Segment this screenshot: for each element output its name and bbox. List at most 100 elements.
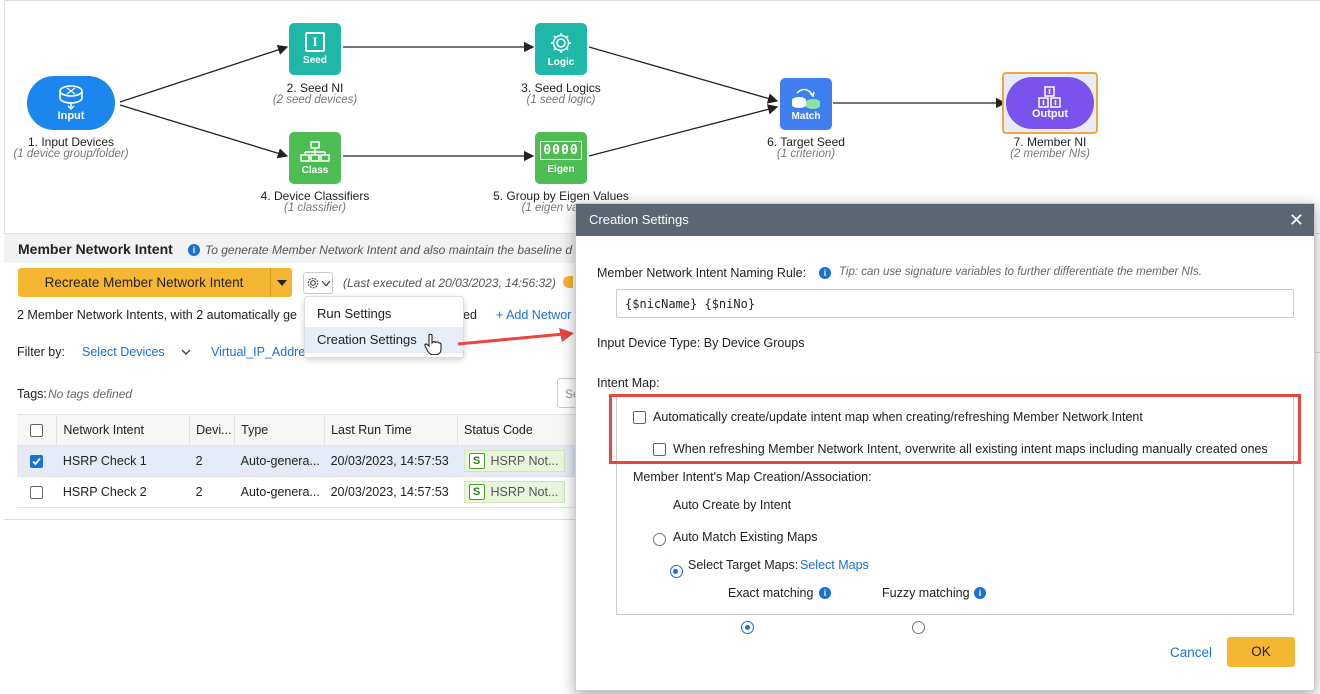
dialog-titlebar: Creation Settings ✕ xyxy=(576,204,1314,236)
table-header-row: Network Intent Devi... Type Last Run Tim… xyxy=(17,414,577,446)
menu-item-creation-settings[interactable]: Creation Settings xyxy=(305,327,463,353)
tags-value: No tags defined xyxy=(48,387,133,401)
router-icon xyxy=(59,85,83,110)
tags-label: Tags: xyxy=(17,387,47,401)
node-label: Logic xyxy=(547,56,575,68)
filter-label: Filter by: xyxy=(17,345,65,359)
column-header[interactable]: Status Code xyxy=(457,414,577,446)
intent-name[interactable]: HSRP Check 2 xyxy=(56,476,190,508)
info-icon[interactable]: i xyxy=(819,267,831,279)
gear-icon xyxy=(551,32,571,53)
select-devices-dropdown[interactable]: Select Devices xyxy=(82,345,165,359)
auto-match-existing-radio[interactable] xyxy=(669,565,683,579)
fuzzy-matching-label: Fuzzy matching xyxy=(882,586,970,600)
node-subtitle: (1 device group/folder) xyxy=(13,148,129,160)
flow-connectors xyxy=(119,41,1007,162)
table-row[interactable]: HSRP Check 1 2 Auto-genera... 20/03/2023… xyxy=(17,445,577,477)
menu-item-run-settings[interactable]: Run Settings xyxy=(317,306,392,321)
fuzzy-matching-radio[interactable] xyxy=(911,621,925,635)
auto-create-by-intent-label: Auto Create by Intent xyxy=(673,498,792,512)
exact-matching-label: Exact matching xyxy=(728,586,814,600)
status-badge: S xyxy=(468,484,485,500)
node-title: 5. Group by Eigen Values xyxy=(493,189,629,203)
last-run-time: 20/03/2023, 14:57:53 xyxy=(324,445,458,477)
device-classifiers-node[interactable]: Class xyxy=(289,132,341,184)
seed-logics-node[interactable]: Logic xyxy=(535,23,587,75)
seed-icon: I xyxy=(305,32,325,52)
node-subtitle: (1 seed logic) xyxy=(526,94,596,106)
row-checkbox[interactable] xyxy=(30,486,43,500)
settings-dropdown-button[interactable] xyxy=(303,272,333,294)
close-icon[interactable]: ✕ xyxy=(1288,210,1304,230)
status-text: HSRP Not... xyxy=(490,485,559,499)
ok-button[interactable]: OK xyxy=(1227,637,1295,667)
intent-map-label: Intent Map: xyxy=(597,376,660,390)
summary-tail: ed xyxy=(463,308,477,322)
naming-rule-input[interactable]: {$nicName} {$niNo} xyxy=(616,289,1294,318)
pointer-arrow xyxy=(457,328,574,346)
chevron-down-icon[interactable] xyxy=(181,349,191,355)
node-title: 1. Input Devices xyxy=(27,135,115,149)
summary-text: 2 Member Network Intents, with 2 automat… xyxy=(17,308,297,322)
filter-value-chip[interactable]: Virtual_IP_Addres xyxy=(211,345,312,359)
creation-settings-dialog: Creation Settings ✕ Member Network Inten… xyxy=(575,203,1315,691)
naming-rule-tip: Tip: can use signature variables to furt… xyxy=(839,266,1202,278)
overwrite-checkbox[interactable] xyxy=(653,443,666,456)
hand-cursor-icon xyxy=(424,333,442,355)
auto-match-existing-label: Auto Match Existing Maps xyxy=(673,530,818,544)
add-network-link[interactable]: + Add Networ xyxy=(496,308,572,322)
node-title: 7. Member NI xyxy=(1013,135,1087,149)
node-label: Eigen xyxy=(547,164,575,175)
last-run-time: 20/03/2023, 14:57:53 xyxy=(324,476,458,508)
seed-ni-node[interactable]: I Seed xyxy=(289,23,341,75)
auto-create-by-intent-radio[interactable] xyxy=(653,533,666,547)
auto-create-checkbox[interactable] xyxy=(633,411,646,424)
column-header[interactable]: Type xyxy=(234,414,326,446)
naming-rule-label: Member Network Intent Naming Rule: xyxy=(597,266,807,280)
highlight-box xyxy=(609,394,1301,464)
select-maps-link[interactable]: Select Maps xyxy=(800,558,869,572)
dialog-title: Creation Settings xyxy=(589,212,689,227)
node-label: Class xyxy=(301,164,329,176)
info-icon[interactable]: i xyxy=(974,587,986,599)
node-title: 4. Device Classifiers xyxy=(260,189,370,203)
panel-header: Member Network Intent i To generate Memb… xyxy=(4,233,584,263)
info-icon[interactable]: i xyxy=(819,587,831,599)
eigen-node[interactable]: 0000 Eigen xyxy=(535,132,587,184)
input-node[interactable]: Input xyxy=(27,76,115,130)
column-header[interactable]: Devi... xyxy=(189,414,236,446)
select-all-checkbox-cell[interactable] xyxy=(17,414,58,446)
node-label: Output xyxy=(1031,108,1069,120)
last-executed-text: (Last executed at 20/03/2023, 14:56:32) xyxy=(343,276,556,290)
node-label: Input xyxy=(57,110,85,122)
exact-matching-radio[interactable] xyxy=(741,621,755,635)
target-seed-node[interactable]: Match xyxy=(780,78,832,130)
panel-description: To generate Member Network Intent and al… xyxy=(205,243,573,257)
recreate-button[interactable]: Recreate Member Network Intent xyxy=(18,268,292,297)
chevron-down-icon[interactable] xyxy=(270,268,292,297)
panel-title: Member Network Intent xyxy=(18,241,173,257)
node-title: 2. Seed NI xyxy=(286,81,344,95)
column-header[interactable]: Last Run Time xyxy=(324,414,459,446)
intent-type: Auto-genera... xyxy=(234,445,325,477)
select-all-checkbox[interactable] xyxy=(30,424,43,438)
cancel-button[interactable]: Cancel xyxy=(1170,645,1213,660)
intent-name[interactable]: HSRP Check 1 xyxy=(56,445,190,477)
device-count: 2 xyxy=(189,476,235,508)
info-icon[interactable]: i xyxy=(188,244,200,256)
status-code-cell: S HSRP Not... xyxy=(457,476,577,508)
node-subtitle: (1 criterion) xyxy=(776,148,836,160)
node-subtitle: (1 eigen va xyxy=(521,202,579,214)
row-checkbox[interactable] xyxy=(30,455,43,469)
output-node[interactable]: Output xyxy=(1006,77,1094,129)
select-target-label: Select Target Maps: xyxy=(688,558,799,572)
column-header[interactable]: Network Intent xyxy=(56,414,191,446)
node-subtitle: (1 classifier) xyxy=(284,202,346,214)
table-row[interactable]: HSRP Check 2 2 Auto-genera... 20/03/2023… xyxy=(17,476,577,508)
device-count: 2 xyxy=(189,445,235,477)
intent-type: Auto-genera... xyxy=(234,476,325,508)
hierarchy-icon xyxy=(300,140,330,162)
match-icon xyxy=(792,88,820,109)
member-ni-icon xyxy=(1038,86,1061,108)
